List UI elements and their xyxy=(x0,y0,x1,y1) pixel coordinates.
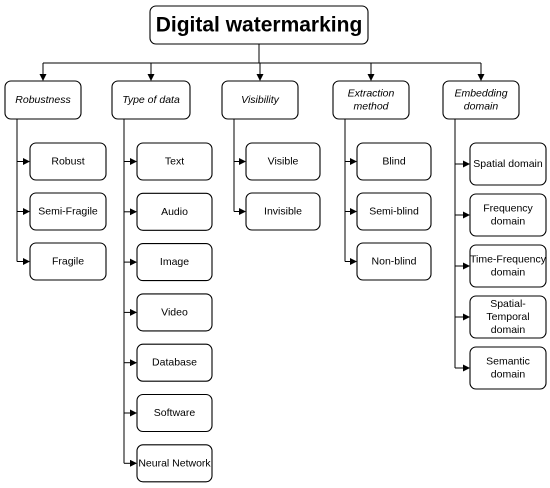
item-neural-network-frame xyxy=(136,444,213,483)
diagram-nodes: Digital watermarkingRobustnessRobustSemi… xyxy=(4,5,547,483)
item-visible-frame xyxy=(245,142,321,181)
item-spatial-temporal-domain-label: Spatial- xyxy=(490,298,526,310)
item-spatial-temporal-domain-frame xyxy=(469,295,547,339)
item-invisible: Invisible xyxy=(245,192,321,231)
category-extraction-method-label: Extraction xyxy=(348,88,395,100)
category-embedding-domain-frame xyxy=(442,80,520,120)
category-embedding-domain-label: domain xyxy=(464,100,499,112)
item-blind: Blind xyxy=(356,142,432,181)
item-frequency-domain-label: Frequency xyxy=(483,203,533,215)
item-blind-label: Blind xyxy=(382,156,406,168)
item-non-blind-label: Non-blind xyxy=(372,256,417,268)
category-type-of-data-frame xyxy=(111,80,191,120)
item-audio-frame xyxy=(136,192,213,231)
item-visible-label: Visible xyxy=(268,156,299,168)
item-spatial-domain-frame xyxy=(469,142,547,186)
category-robustness-label: Robustness xyxy=(15,94,71,106)
item-time-frequency-domain-label: Time-Frequency xyxy=(470,254,547,266)
item-spatial-temporal-domain-label: Temporal xyxy=(486,311,529,323)
item-database-frame xyxy=(136,343,213,382)
category-type-of-data-label: Type of data xyxy=(122,94,180,106)
root-node-frame xyxy=(149,5,369,45)
item-text-frame xyxy=(136,142,213,181)
item-software-label: Software xyxy=(154,407,196,419)
item-fragile-label: Fragile xyxy=(52,256,84,268)
item-blind-frame xyxy=(356,142,432,181)
item-image-label: Image xyxy=(160,256,189,268)
category-type-of-data: Type of data xyxy=(111,80,191,120)
category-extraction-method-frame xyxy=(332,80,410,120)
item-video-frame xyxy=(136,293,213,332)
category-robustness-frame xyxy=(4,80,82,120)
item-frequency-domain-frame xyxy=(469,193,547,237)
root-node-label: Digital watermarking xyxy=(156,14,363,37)
item-database: Database xyxy=(136,343,213,382)
item-spatial-domain: Spatial domain xyxy=(469,142,547,186)
item-video-label: Video xyxy=(161,306,188,318)
item-semi-fragile-label: Semi-Fragile xyxy=(38,206,98,218)
category-embedding-domain-label: Embedding xyxy=(454,88,507,100)
connector-lines xyxy=(16,44,485,467)
item-semantic-domain-frame xyxy=(469,346,547,390)
item-robust-label: Robust xyxy=(51,156,84,168)
category-extraction-method-label: method xyxy=(353,100,389,112)
item-semi-blind: Semi-blind xyxy=(356,192,432,231)
item-robust: Robust xyxy=(29,142,107,181)
item-frequency-domain-label: domain xyxy=(491,215,526,227)
item-semi-blind-label: Semi-blind xyxy=(369,206,419,218)
item-semantic-domain-label: domain xyxy=(491,368,526,380)
category-robustness: Robustness xyxy=(4,80,82,120)
item-audio: Audio xyxy=(136,192,213,231)
item-semi-fragile: Semi-Fragile xyxy=(29,192,107,231)
item-database-label: Database xyxy=(152,357,197,369)
item-semi-fragile-frame xyxy=(29,192,107,231)
item-time-frequency-domain-label: domain xyxy=(491,266,526,278)
item-image: Image xyxy=(136,243,213,282)
category-visibility-frame xyxy=(221,80,299,120)
item-software-frame xyxy=(136,393,213,433)
item-image-frame xyxy=(136,243,213,282)
item-fragile: Fragile xyxy=(29,242,107,281)
item-fragile-frame xyxy=(29,242,107,281)
item-visible: Visible xyxy=(245,142,321,181)
item-invisible-label: Invisible xyxy=(264,206,302,218)
item-non-blind-frame xyxy=(356,242,432,281)
item-spatial-temporal-domain-label: domain xyxy=(491,324,526,336)
category-visibility: Visibility xyxy=(221,80,299,120)
item-neural-network-label: Neural Network xyxy=(138,457,211,469)
item-semi-blind-frame xyxy=(356,192,432,231)
item-robust-frame xyxy=(29,142,107,181)
item-time-frequency-domain-frame xyxy=(469,244,547,288)
item-software: Software xyxy=(136,393,213,433)
item-text: Text xyxy=(136,142,213,181)
root-node: Digital watermarking xyxy=(149,5,369,45)
item-neural-network: Neural Network xyxy=(136,444,213,483)
item-spatial-domain-label: Spatial domain xyxy=(473,158,543,170)
item-semantic-domain-label: Semantic xyxy=(486,356,530,368)
item-text-label: Text xyxy=(165,156,184,168)
item-invisible-frame xyxy=(245,192,321,231)
item-non-blind: Non-blind xyxy=(356,242,432,281)
item-audio-label: Audio xyxy=(161,206,188,218)
category-visibility-label: Visibility xyxy=(241,94,279,106)
item-video: Video xyxy=(136,293,213,332)
